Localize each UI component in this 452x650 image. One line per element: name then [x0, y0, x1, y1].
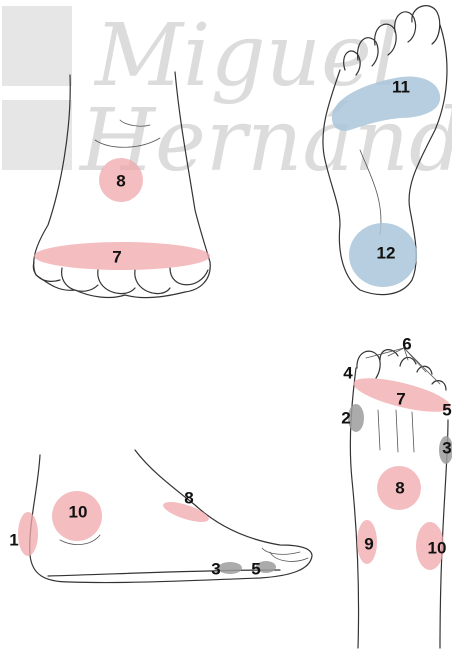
label-7: 7 [112, 248, 121, 267]
label-1: 1 [9, 531, 18, 550]
label-9: 9 [364, 535, 373, 554]
label-3-top: 3 [442, 439, 451, 458]
label-10: 10 [69, 503, 88, 522]
foot-top-view: 6 4 7 5 2 3 8 9 10 [341, 335, 452, 649]
label-7-top: 7 [396, 390, 405, 409]
label-2: 2 [341, 409, 350, 428]
label-8-side: 8 [184, 489, 193, 508]
foot-side-view: 1 10 8 3 5 [9, 450, 312, 583]
label-12: 12 [377, 244, 396, 263]
zone-1-side [18, 512, 38, 556]
watermark-logo-block [2, 6, 72, 86]
label-8: 8 [116, 172, 125, 191]
watermark-logo-block-2 [2, 100, 72, 170]
zone-7-dorsal [34, 242, 210, 270]
label-5: 5 [251, 560, 260, 579]
zone-3-side [218, 562, 242, 574]
label-11: 11 [392, 78, 410, 97]
label-6: 6 [402, 335, 411, 354]
label-8-top: 8 [395, 479, 404, 498]
label-10-top: 10 [428, 539, 447, 558]
label-5-top: 5 [442, 401, 451, 420]
label-4: 4 [343, 364, 353, 383]
label-3: 3 [211, 560, 220, 579]
